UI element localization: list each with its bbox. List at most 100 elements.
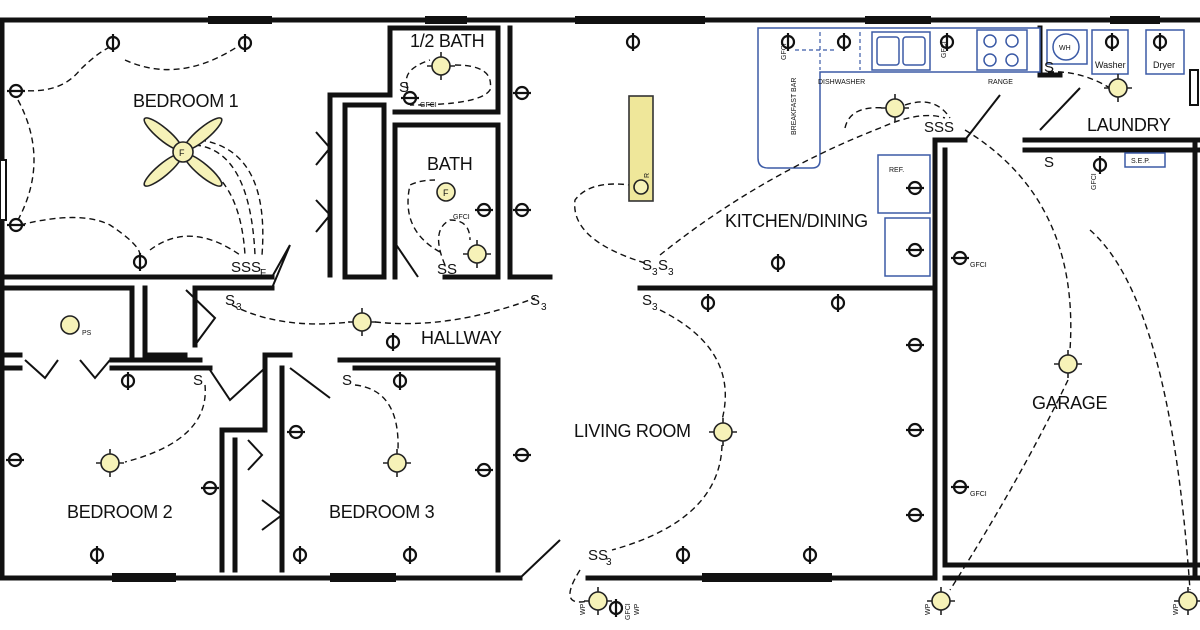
kitchen-fixtures [757, 27, 1185, 277]
switch-3way-label: S [225, 292, 235, 309]
washer-label: Washer [1095, 60, 1126, 70]
gfci-label: GFCI [625, 603, 632, 620]
outlet [7, 217, 25, 233]
gfci-label: GFCI [453, 214, 470, 221]
outlet [7, 83, 25, 99]
outlet [120, 372, 136, 390]
outlet [700, 294, 716, 312]
ceiling-light [348, 308, 376, 336]
switch-3way-sub: 3 [652, 302, 658, 313]
outlet [513, 202, 531, 218]
exhaust-fan-label: F [443, 188, 449, 198]
wp-label: WP [925, 603, 932, 615]
ps-label: PS [82, 330, 92, 337]
outlet [287, 424, 305, 440]
switch-3way-sub: 3 [606, 557, 612, 568]
outlet [237, 34, 253, 52]
gfci-label: GFCI [420, 102, 437, 109]
ceiling-light [1054, 350, 1082, 378]
outlet [1104, 33, 1120, 51]
bedroom3-label: BEDROOM 3 [329, 502, 435, 522]
laundry-label: LAUNDRY [1087, 115, 1171, 135]
outlets [6, 33, 1168, 617]
fan-symbol-label: F [179, 148, 185, 158]
switch-3way-label: S [642, 257, 652, 274]
ceiling-light [1104, 74, 1132, 102]
switch-label: S [1044, 154, 1054, 171]
pull-switch-light [60, 315, 80, 335]
bath-label: BATH [427, 154, 472, 174]
outlet [625, 33, 641, 51]
wp-label: WP [1173, 603, 1180, 615]
outlet [475, 202, 493, 218]
outlet [951, 250, 969, 266]
ceiling-light [463, 240, 491, 268]
outlet [201, 480, 219, 496]
outlet [939, 33, 955, 51]
windows [0, 16, 1199, 582]
switch-label: SS [437, 261, 457, 278]
outlet [836, 33, 852, 51]
outlet [906, 337, 924, 353]
doors [24, 87, 1081, 579]
switch-label: S [342, 372, 352, 389]
ceiling-light [709, 418, 737, 446]
dryer-label: Dryer [1153, 60, 1175, 70]
dishwasher-label: DISHWASHER [818, 79, 865, 86]
gfci-label: GFCI [970, 262, 987, 269]
outlet [906, 422, 924, 438]
ceiling-light [96, 449, 124, 477]
outlet [802, 546, 818, 564]
outlet [475, 462, 493, 478]
exterior-light [584, 587, 612, 615]
outlet [392, 372, 408, 390]
outlet [513, 447, 531, 463]
switch-label: SS [588, 547, 608, 564]
outlet [780, 33, 796, 51]
switch-label: S [1044, 59, 1054, 76]
outlet [402, 546, 418, 564]
light-fixtures [60, 52, 1200, 615]
switch-3way-sub: 3 [541, 302, 547, 313]
outlet [132, 253, 148, 271]
outlet [951, 479, 969, 495]
half-bath-label: 1/2 BATH [410, 31, 484, 51]
outlet [906, 507, 924, 523]
outlet [906, 242, 924, 258]
gfci-label: GFCI [1091, 173, 1098, 190]
switch-3way-sub: 3 [652, 267, 658, 278]
switch-3way-label: S [642, 292, 652, 309]
refrigerator-label: REF. [889, 167, 904, 174]
switch-3way-sub: 3 [236, 302, 242, 313]
exterior-light [927, 587, 955, 615]
exterior-light [1174, 587, 1200, 615]
outlet [770, 254, 786, 272]
outlet [830, 294, 846, 312]
hallway-label: HALLWAY [421, 328, 502, 348]
outlet [6, 452, 24, 468]
gfci-label: GFCI [781, 43, 788, 60]
outlet [105, 34, 121, 52]
service-entrance-panel-label: S.E.P. [1131, 158, 1150, 165]
switch-3way-label: S [658, 257, 668, 274]
outlet [906, 180, 924, 196]
switch-fan-sub: F [260, 268, 266, 279]
wp-label: WP [634, 603, 641, 615]
ceiling-light [383, 449, 411, 477]
switch-3way-sub: 3 [668, 267, 674, 278]
outlet [513, 85, 531, 101]
outlet [401, 90, 419, 106]
switch-label: S [399, 79, 409, 96]
range-label: RANGE [988, 79, 1013, 86]
switch-3way-label: S [530, 292, 540, 309]
switch-label: SSS [924, 119, 954, 136]
exhaust-fan-icon [436, 182, 456, 202]
outlet [1152, 33, 1168, 51]
outlet [608, 599, 624, 617]
kitchen-dining-label: KITCHEN/DINING [725, 211, 868, 231]
gfci-label: GFCI [941, 41, 948, 58]
breakfast-bar-label: BREAKFAST BAR [791, 78, 798, 135]
switch-label: S [193, 372, 203, 389]
switch-label: SSS [231, 259, 261, 276]
